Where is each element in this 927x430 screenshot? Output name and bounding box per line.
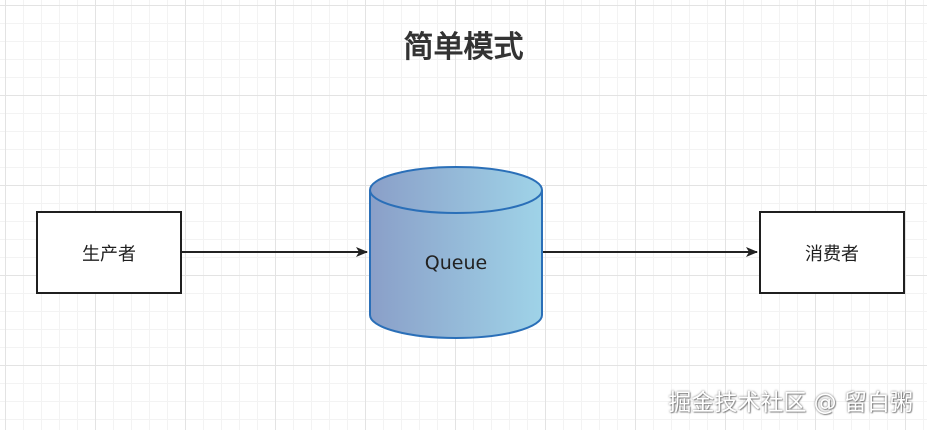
queue-cylinder-body xyxy=(369,190,543,339)
watermark-text: 掘金技术社区 @ 留白粥 xyxy=(668,390,913,416)
consumer-node[interactable]: 消费者 xyxy=(759,211,905,294)
queue-label: Queue xyxy=(424,252,488,274)
diagram-title: 简单模式 xyxy=(403,30,524,65)
consumer-label: 消费者 xyxy=(805,243,859,265)
queue-cylinder-top xyxy=(369,166,543,214)
producer-node[interactable]: 生产者 xyxy=(36,211,182,294)
queue-cylinder[interactable] xyxy=(369,166,543,339)
producer-label: 生产者 xyxy=(82,243,136,265)
